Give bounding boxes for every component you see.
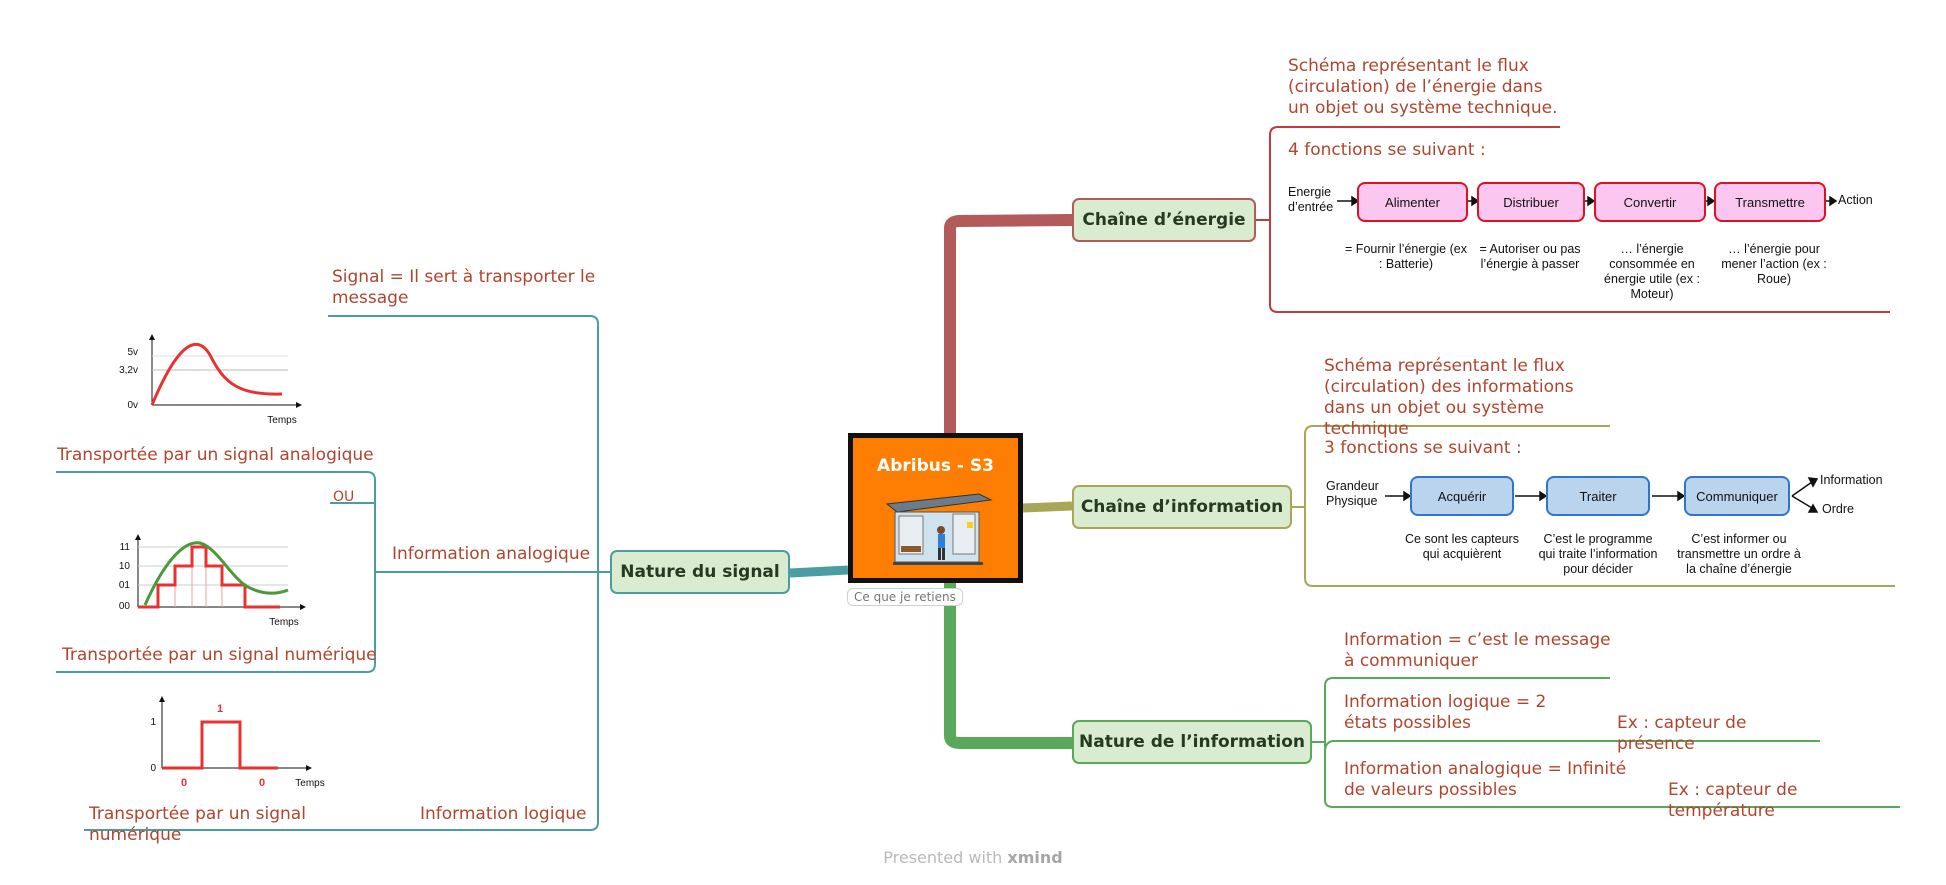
fn-communiquer-desc: C’est informer ou transmettre un ordre à… — [1677, 532, 1801, 576]
fn-distribuer[interactable]: Distribuer — [1477, 182, 1585, 222]
graph-logic-level: 0 — [258, 777, 266, 789]
signal-logic-info[interactable]: Information logique — [420, 804, 587, 824]
footer-credit: Presented with xmind — [0, 848, 1946, 867]
information-output-information: Information — [1820, 473, 1883, 487]
signal-logic-transport[interactable]: Transportée par un signal numérique — [89, 804, 306, 845]
energie-output-label: Action — [1838, 193, 1873, 207]
nature-info-item[interactable]: Information = c’est le message à communi… — [1344, 630, 1611, 671]
nature-info-item[interactable]: Information logique = 2 états possibles — [1344, 692, 1547, 733]
fn-convertir[interactable]: Convertir — [1594, 182, 1706, 222]
signal-digital-transport[interactable]: Transportée par un signal numérique — [62, 645, 377, 665]
fn-distribuer-desc: = Autoriser ou pas l’énergie à passer — [1479, 242, 1581, 271]
graph-analog-ytick: 5v — [127, 347, 138, 358]
graph-digital — [135, 534, 306, 610]
energie-input-label: Energie d’entrée — [1288, 185, 1334, 214]
branch-nature-signal — [789, 565, 849, 578]
signal-definition[interactable]: Signal = Il sert à transporter le messag… — [332, 267, 596, 308]
fn-acquerir[interactable]: Acquérir — [1410, 476, 1514, 516]
branch-nature-info — [944, 583, 1072, 749]
signal-ou[interactable]: OU — [333, 489, 355, 505]
nature-info-example[interactable]: Ex : capteur de présence — [1617, 713, 1747, 754]
fn-traiter-desc: C’est le programme qui traite l’informat… — [1538, 532, 1658, 576]
graph-digital-ytick: 00 — [118, 601, 130, 612]
graph-digital-ytick: 01 — [118, 580, 130, 591]
fn-traiter[interactable]: Traiter — [1546, 476, 1650, 516]
fn-transmettre[interactable]: Transmettre — [1714, 182, 1826, 222]
graph-logic-level: 0 — [180, 777, 188, 789]
xmind-logo[interactable]: xmind — [1007, 848, 1063, 867]
branch-information — [1022, 501, 1073, 513]
central-topic-title: Abribus - S3 — [877, 456, 994, 476]
central-topic-note[interactable]: Ce que je retiens — [847, 588, 963, 606]
graph-logic-level: 1 — [216, 703, 224, 715]
topic-nature-information[interactable]: Nature de l’information — [1072, 720, 1312, 764]
graph-logic-xlabel: Temps — [295, 778, 325, 789]
graph-analog — [149, 334, 302, 408]
information-output-ordre: Ordre — [1822, 502, 1854, 516]
nature-info-example[interactable]: Ex : capteur de température — [1668, 780, 1798, 821]
graph-digital-ytick: 11 — [119, 542, 130, 553]
central-topic[interactable]: Abribus - S3 — [848, 433, 1023, 583]
fn-convertir-desc: … l’énergie consommée en énergie utile (… — [1604, 242, 1700, 301]
graph-logic-ytick: 1 — [150, 717, 156, 728]
topic-nature-signal[interactable]: Nature du signal — [610, 550, 790, 594]
branch-energie — [944, 214, 1073, 433]
signal-analog-info[interactable]: Information analogique — [392, 544, 591, 564]
topic-chaine-information[interactable]: Chaîne d’information — [1072, 485, 1292, 529]
fn-alimenter[interactable]: Alimenter — [1357, 182, 1468, 222]
graph-logic — [159, 696, 312, 771]
energie-definition[interactable]: Schéma représentant le flux (circulation… — [1288, 56, 1558, 118]
information-functions-title[interactable]: 3 fonctions se suivant : — [1324, 438, 1522, 458]
graph-analog-xlabel: Temps — [267, 415, 297, 426]
graph-logic-ytick: 0 — [150, 763, 156, 774]
fn-transmettre-desc: … l’énergie pour mener l’action (ex : Ro… — [1721, 242, 1827, 286]
nature-info-item[interactable]: Information analogique = Infinité de val… — [1344, 759, 1627, 800]
graph-analog-ytick: 0v — [127, 400, 138, 411]
information-input-label: Grandeur Physique — [1326, 479, 1379, 508]
fn-communiquer[interactable]: Communiquer — [1684, 476, 1790, 516]
signal-analog-transport[interactable]: Transportée par un signal analogique — [57, 445, 374, 465]
energie-functions-title[interactable]: 4 fonctions se suivant : — [1288, 140, 1486, 160]
bus-shelter-icon — [885, 493, 993, 565]
graph-analog-ytick: 3,2v — [119, 365, 138, 376]
footer-prefix: Presented with — [883, 848, 1003, 867]
topic-chaine-energie[interactable]: Chaîne d’énergie — [1072, 198, 1256, 242]
graph-digital-xlabel: Temps — [269, 617, 299, 628]
fn-acquerir-desc: Ce sont les capteurs qui acquièrent — [1405, 532, 1519, 561]
graph-digital-ytick: 10 — [118, 561, 130, 572]
information-definition[interactable]: Schéma représentant le flux (circulation… — [1324, 356, 1574, 439]
fn-alimenter-desc: = Fournir l’énergie (ex : Batterie) — [1345, 242, 1467, 271]
